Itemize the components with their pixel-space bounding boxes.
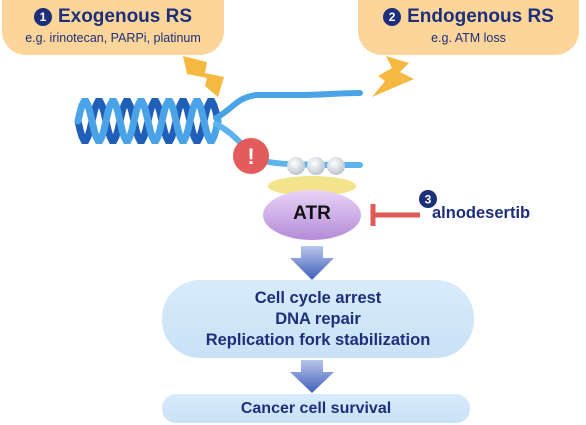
fork-strand-upper [213, 90, 363, 121]
exogenous-subtitle: e.g. irinotecan, PARPi, platinum [25, 31, 201, 45]
outcome-dna-repair: DNA repair [275, 309, 361, 328]
inhibition-arrow [370, 204, 420, 226]
final-outcome-box: Cancer cell survival [162, 394, 470, 423]
exogenous-title: Exogenous RS [57, 6, 193, 27]
endogenous-lightning-icon [372, 56, 414, 97]
step-number-1: 1 [33, 8, 52, 26]
exogenous-lightning-icon [183, 56, 224, 97]
outcome-cell-cycle-arrest: Cell cycle arrest [254, 288, 382, 307]
exogenous-title-row: 1 Exogenous RS [2, 6, 224, 28]
inhibitor-label: alnodesertib [432, 204, 531, 222]
stalled-fork-alert-icon: ! [233, 138, 269, 174]
step-number-3: 3 [419, 190, 437, 208]
endogenous-subtitle: e.g. ATM loss [431, 31, 506, 45]
endogenous-rs-box: 2 Endogenous RS e.g. ATM loss [358, 0, 579, 55]
outcomes-box: Cell cycle arrest DNA repair Replication… [162, 280, 474, 358]
exogenous-rs-box: 1 Exogenous RS e.g. irinotecan, PARPi, p… [2, 0, 224, 55]
svg-text:3: 3 [425, 193, 432, 207]
down-arrow-2 [290, 360, 334, 393]
atr-kinase [263, 190, 361, 240]
down-arrow-1 [290, 246, 334, 280]
step-number-2: 2 [383, 8, 402, 26]
svg-text:!: ! [247, 144, 254, 169]
outcome-fork-stabilization: Replication fork stabilization [205, 330, 431, 349]
rpa-beads [268, 157, 356, 196]
atr-label: ATR [293, 203, 331, 224]
dna-helix [74, 90, 363, 168]
endogenous-title-row: 2 Endogenous RS [358, 6, 579, 28]
endogenous-title: Endogenous RS [407, 6, 554, 27]
